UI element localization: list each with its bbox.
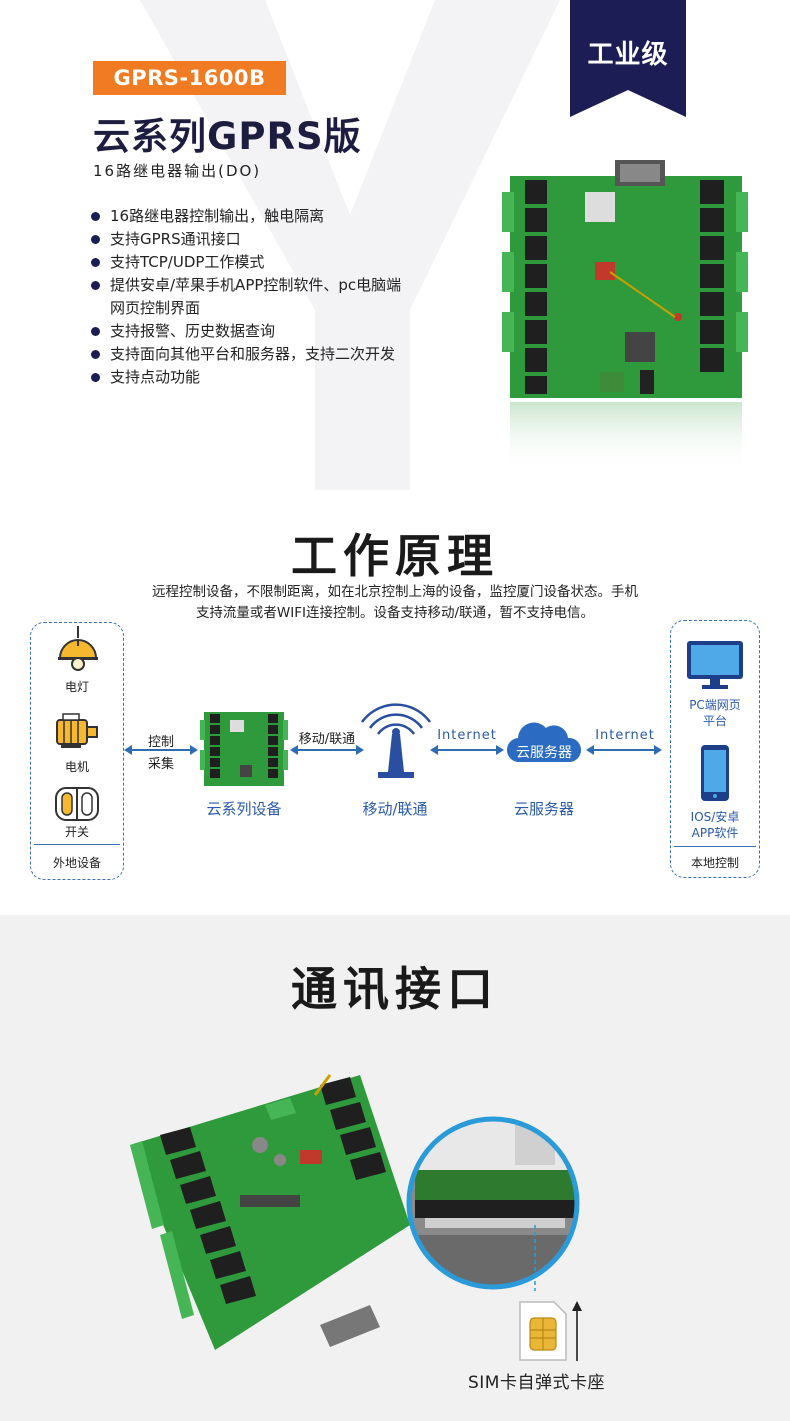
bullet-icon [91, 258, 100, 267]
carrier-arrow-label: 移动/联通 [298, 732, 356, 747]
principle-description: 远程控制设备，不限制距离，如在北京控制上海的设备，监控厦门设备状态。手机 [152, 584, 638, 600]
product-header-section: 工业级 GPRS-1600B 云系列GPRS版 16路继电器输出(DO) 16路… [0, 0, 790, 490]
pc-platform-label-2: 平台 [702, 714, 727, 728]
product-board-image [502, 160, 748, 472]
feature-item: 支持TCP/UDP工作模式 [91, 251, 401, 274]
bullet-icon [91, 281, 100, 290]
cloud-icon [506, 722, 582, 763]
eject-arrow-icon [572, 1301, 582, 1361]
bullet-icon [91, 327, 100, 336]
local-control-footer: 本地控制 [690, 856, 739, 870]
feature-item: 支持GPRS通讯接口 [91, 228, 401, 251]
cloud-device-icon [200, 712, 288, 786]
section-title: 工作原理 [291, 529, 499, 583]
feature-item: 支持面向其他平台和服务器，支持二次开发 [91, 343, 401, 366]
cloud-device-label: 云系列设备 [206, 800, 282, 818]
working-principle-section: 工作原理 远程控制设备，不限制距离，如在北京控制上海的设备，监控厦门设备状态。手… [0, 490, 790, 915]
control-label: 控制 [147, 735, 174, 750]
product-title: 云系列GPRS版 [93, 115, 362, 158]
grade-ribbon [570, 0, 686, 117]
feature-item: 支持报警、历史数据查询 [91, 320, 401, 343]
lamp-label: 电灯 [64, 680, 89, 694]
double-arrow-icon [430, 745, 504, 755]
bullet-icon [91, 350, 100, 359]
bullet-icon [91, 212, 100, 221]
divider [674, 846, 756, 847]
grade-label: 工业级 [587, 40, 669, 70]
bullet-icon [91, 235, 100, 244]
motor-label: 电机 [64, 760, 89, 774]
communication-interface-section: 通讯接口 [0, 915, 790, 1421]
double-arrow-icon [124, 745, 198, 755]
collect-label: 采集 [147, 757, 174, 772]
sim-slot-zoom-image [406, 1116, 580, 1291]
internet-label: Internet [595, 728, 655, 743]
section-title: 通讯接口 [291, 962, 499, 1016]
feature-item-continued: 网页控制界面 [110, 299, 201, 317]
background-letter-y [140, 0, 560, 490]
board-perspective-image [130, 1074, 410, 1350]
lamp-icon [58, 626, 98, 671]
carrier-label: 移动/联通 [362, 800, 428, 818]
cloud-inner-label: 云服务器 [516, 745, 572, 761]
double-arrow-icon [290, 745, 364, 755]
monitor-icon [687, 641, 743, 689]
feature-list: 16路继电器控制输出，触电隔离 支持GPRS通讯接口 支持TCP/UDP工作模式… [91, 205, 401, 389]
feature-item: 提供安卓/苹果手机APP控制软件、pc电脑端 [91, 274, 401, 297]
internet-label: Internet [437, 728, 497, 743]
app-label: IOS/安卓 [690, 810, 740, 824]
phone-icon [701, 745, 729, 801]
divider [34, 844, 120, 845]
sim-slot-label: SIM卡自弹式卡座 [468, 1373, 605, 1393]
remote-devices-footer: 外地设备 [52, 856, 101, 870]
switch-label: 开关 [64, 825, 89, 839]
cloud-server-label: 云服务器 [513, 800, 574, 818]
bullet-icon [91, 373, 100, 382]
sim-card-icon [519, 1301, 567, 1361]
switch-icon [55, 787, 99, 821]
cell-tower-icon [360, 703, 432, 778]
double-arrow-icon [586, 745, 662, 755]
model-badge: GPRS-1600B [93, 61, 286, 95]
principle-description: 支持流量或者WIFI连接控制。设备支持移动/联通，暂不支持电信。 [195, 605, 595, 621]
feature-item: 支持点动功能 [91, 366, 401, 389]
feature-item: 16路继电器控制输出，触电隔离 [91, 205, 401, 228]
pc-platform-label: PC端网页 [689, 698, 741, 712]
app-label-2: APP软件 [691, 826, 739, 840]
product-subtitle: 16路继电器输出(DO) [93, 162, 262, 180]
motor-icon [56, 713, 98, 748]
